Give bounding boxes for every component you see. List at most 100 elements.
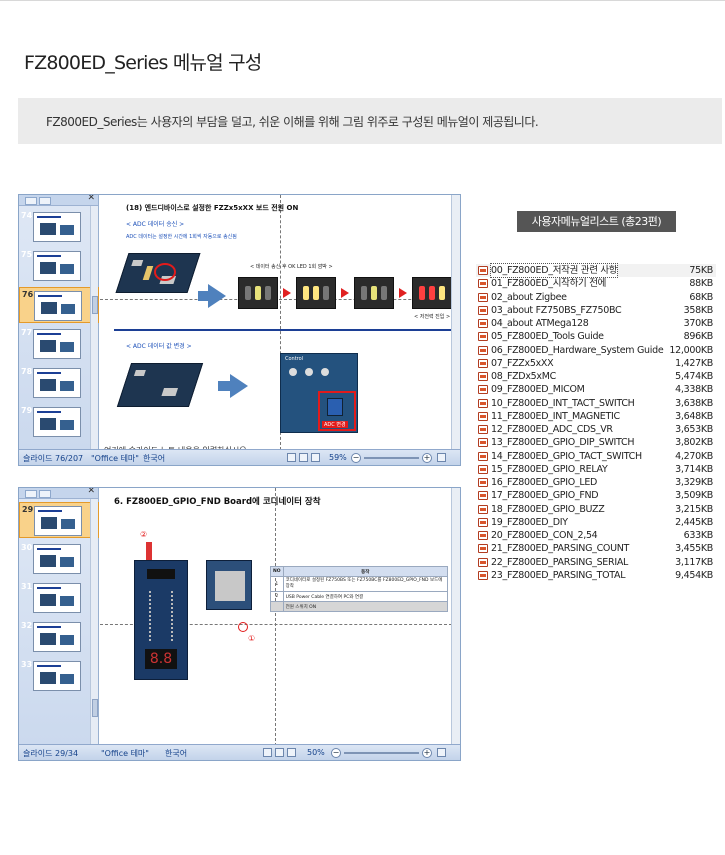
sorter-view-icon[interactable] xyxy=(275,748,284,757)
file-size: 4,270KB xyxy=(675,450,713,462)
slideshow-view-icon[interactable] xyxy=(287,748,296,757)
red-arrow-icon xyxy=(399,288,407,298)
slide-thumbnail[interactable]: 77 xyxy=(19,326,99,362)
fit-window-icon[interactable] xyxy=(437,453,446,462)
slide-thumbnail[interactable]: 32 xyxy=(19,619,99,655)
pdf-file-icon xyxy=(478,411,488,421)
zoom-in-button[interactable]: + xyxy=(422,453,432,463)
pane-tabs: ✕ xyxy=(19,488,98,499)
slide-thumbnail-image xyxy=(33,251,81,281)
file-size: 3,215KB xyxy=(675,503,713,515)
file-list-item[interactable]: 03_about FZ750BS_FZ750BC 358KB xyxy=(476,304,716,317)
slide-thumbnail-number: 31 xyxy=(21,582,33,591)
highlight-circle xyxy=(154,263,176,281)
zoom-out-button[interactable]: − xyxy=(351,453,361,463)
file-name: 01_FZ800ED_시작하기 전에 xyxy=(491,278,607,290)
file-name: 08_FZDx5xMC xyxy=(491,371,556,382)
file-name: 22_FZ800ED_PARSING_SERIAL xyxy=(491,556,629,568)
slideshow-view-icon[interactable] xyxy=(311,453,320,462)
slide-thumbnail[interactable]: 74 xyxy=(19,209,99,245)
slide-thumbnail[interactable]: 29 xyxy=(19,502,99,538)
slide-thumbnail[interactable]: 33 xyxy=(19,658,99,694)
slide-scrollbar[interactable] xyxy=(451,195,460,449)
zoom-out-button[interactable]: − xyxy=(331,748,341,758)
slide-thumbnail-number: 76 xyxy=(22,290,34,299)
pdf-file-icon xyxy=(478,266,488,275)
close-icon[interactable]: ✕ xyxy=(87,487,95,496)
slide-thumbnail-image xyxy=(34,291,82,321)
marker-2: ② xyxy=(140,530,148,539)
zoom-slider[interactable] xyxy=(364,457,419,459)
slide-thumbnail-image xyxy=(34,506,82,536)
normal-view-icon[interactable] xyxy=(287,453,296,462)
slide-thumbnail-image xyxy=(33,544,81,574)
step-table: NO 동작 1 코디네이터로 설정된 FZ750BS 또는 FZ750BC를 F… xyxy=(270,566,449,612)
outline-tab[interactable] xyxy=(39,490,51,498)
file-name: 04_about ATMega128 xyxy=(491,318,589,329)
file-size: 3,802KB xyxy=(675,437,713,449)
file-size: 9,454KB xyxy=(675,569,713,581)
marker-1: ① xyxy=(248,634,256,643)
file-size: 358KB xyxy=(683,304,714,316)
slide-canvas: (18) 엔드디바이스로 설정한 FZZx5xXX 보드 전원 ON < ADC… xyxy=(100,195,456,455)
file-list-item[interactable]: 18_FZ800ED_GPIO_BUZZ 3,215KB xyxy=(476,503,716,516)
slide-thumbnail-number: 32 xyxy=(21,621,33,630)
pdf-file-icon xyxy=(478,292,488,302)
file-size: 3,653KB xyxy=(675,424,713,435)
slide-thumbnail[interactable]: 78 xyxy=(19,365,99,401)
file-size: 633KB xyxy=(683,530,714,541)
outline-tab[interactable] xyxy=(39,197,51,205)
file-name: 03_about FZ750BS_FZ750BC xyxy=(491,304,622,316)
slides-tab[interactable] xyxy=(25,490,37,498)
slide-thumbnail-image xyxy=(33,212,81,242)
zoom-in-button[interactable]: + xyxy=(422,748,432,758)
slide-thumbnail[interactable]: 30 xyxy=(19,541,99,577)
slide-thumbnail[interactable]: 31 xyxy=(19,580,99,616)
close-icon[interactable]: ✕ xyxy=(87,194,95,203)
slide-thumbnail[interactable]: 75 xyxy=(19,248,99,284)
file-name: 18_FZ800ED_GPIO_BUZZ xyxy=(491,503,605,515)
pdf-file-icon xyxy=(478,319,488,328)
slide-thumbnail-image xyxy=(33,583,81,613)
guide-line-v xyxy=(280,195,281,450)
normal-view-icon[interactable] xyxy=(263,748,272,757)
slides-tab[interactable] xyxy=(25,197,37,205)
slide-scrollbar[interactable] xyxy=(451,488,460,744)
pdf-file-icon xyxy=(478,451,488,461)
sorter-view-icon[interactable] xyxy=(299,453,308,462)
status-bar: 슬라이드 76/207 "Office 테마" 한국어 59% − + xyxy=(19,449,460,465)
slide-thumbnail[interactable]: 76 xyxy=(19,287,99,323)
slide-thumbnail-image xyxy=(33,622,81,652)
thumbnail-scrollbar[interactable] xyxy=(90,206,98,449)
section-adc-change: < ADC 데이터 값 변경 > xyxy=(126,343,192,350)
fit-window-icon[interactable] xyxy=(437,748,446,757)
zoom-slider[interactable] xyxy=(344,752,419,754)
thumbnail-scrollbar[interactable] xyxy=(90,499,98,744)
slide-thumbnail[interactable]: 79 xyxy=(19,404,99,440)
pdf-file-icon xyxy=(478,531,488,540)
right-arrow-icon xyxy=(230,374,248,398)
file-size: 68KB xyxy=(689,291,713,303)
